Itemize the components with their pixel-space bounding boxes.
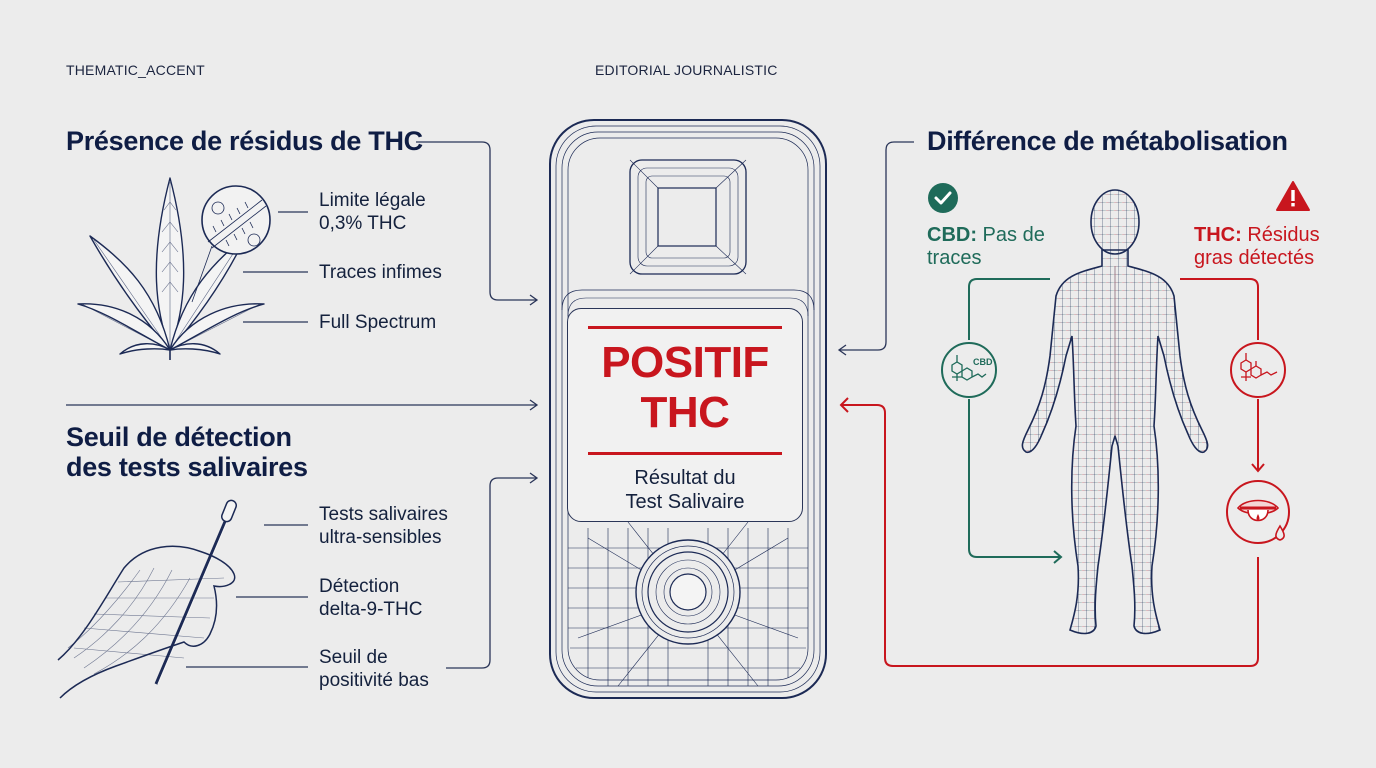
label-legal-limit: Limite légale 0,3% THC (319, 190, 426, 234)
result-positif: POSITIF (601, 338, 769, 387)
svg-text:CBD: CBD (973, 357, 993, 367)
thc-note: THC: Résidus gras détectés (1194, 224, 1320, 269)
warning-triangle-icon (1276, 181, 1310, 211)
label-ultra-sensitive: Tests salivaires ultra-sensibles (319, 504, 448, 548)
thematic-accent-tag: THEMATIC_ACCENT (66, 62, 205, 78)
saliva-test-device-icon (549, 119, 827, 699)
saliva-threshold-title: Seuil de détection des tests salivaires (66, 422, 308, 482)
mouth-saliva-icon (1226, 480, 1290, 544)
label-low-threshold: Seuil de positivité bas (319, 647, 429, 691)
result-top-rule (588, 326, 782, 329)
check-circle-icon (928, 183, 958, 213)
hand-swab-icon (57, 499, 237, 699)
result-bottom-rule (588, 452, 782, 455)
editorial-tag: EDITORIAL JOURNALISTIC (595, 62, 778, 78)
result-card: POSITIF THC Résultat du Test Salivaire (567, 308, 803, 522)
result-thc: THC (640, 388, 730, 437)
metabolism-title: Différence de métabolisation (927, 126, 1288, 156)
label-trace-amounts: Traces infimes (319, 262, 442, 283)
thc-residue-title: Présence de résidus de THC (66, 126, 423, 156)
label-delta9-detection: Détection delta-9-THC (319, 576, 423, 620)
caption-line1: Résultat du (634, 467, 736, 489)
thc-molecule-icon (1230, 342, 1286, 398)
human-body-wireframe-icon (1021, 189, 1209, 635)
cbd-molecule-icon: CBD (941, 342, 997, 398)
label-full-spectrum: Full Spectrum (319, 312, 437, 333)
cannabis-leaf-icon (77, 177, 271, 360)
cbd-note: CBD: Pas de traces (927, 224, 1045, 269)
caption-line2: Test Salivaire (625, 491, 745, 513)
